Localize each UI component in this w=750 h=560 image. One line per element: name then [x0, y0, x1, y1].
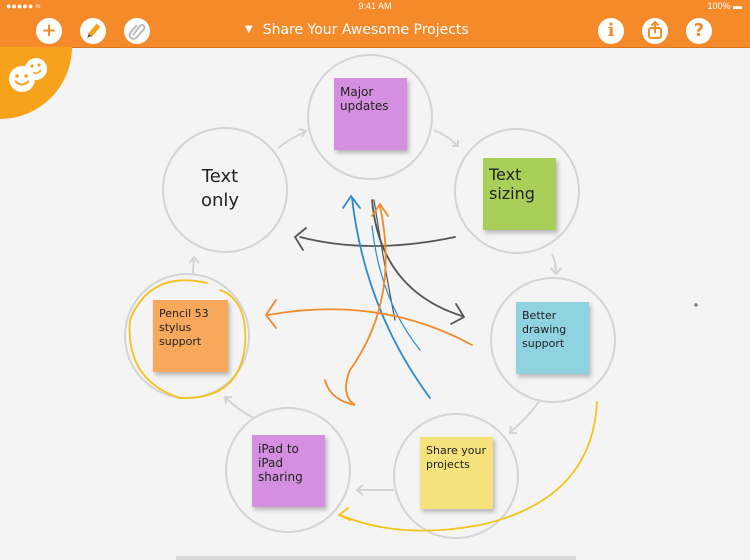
- node-circle-better-drawing: [490, 277, 616, 403]
- info-button[interactable]: i: [598, 18, 624, 44]
- node-circle-text-sizing: [454, 128, 580, 254]
- project-title-text: Share Your Awesome Projects: [262, 22, 469, 38]
- share-button[interactable]: [642, 18, 668, 44]
- node-circle-text-only: [162, 127, 288, 253]
- smiley-icon: [9, 58, 47, 92]
- status-time: 9:41 AM: [358, 1, 392, 11]
- note-text-sizing[interactable]: Text sizing: [483, 158, 556, 230]
- paperclip-icon: [128, 24, 146, 40]
- toolbar: + ▼ Share Your Awesome Projects i ?: [0, 14, 750, 48]
- info-icon: i: [607, 20, 615, 41]
- node-circle-major-updates: [307, 54, 433, 180]
- node-circle-ipad-sharing: [225, 407, 351, 533]
- share-icon: [648, 20, 662, 39]
- note-pencil-support[interactable]: Pencil 53 stylus support: [153, 300, 228, 372]
- note-ipad-sharing[interactable]: iPad to iPad sharing: [252, 435, 325, 507]
- note-major-updates-text: Major updates: [340, 85, 389, 113]
- note-better-drawing[interactable]: Better drawing support: [516, 302, 589, 374]
- drawing-canvas[interactable]: [0, 47, 750, 560]
- plus-icon: +: [41, 20, 57, 41]
- help-icon: ?: [693, 20, 705, 41]
- help-button[interactable]: ?: [686, 18, 712, 44]
- pencil-icon: [87, 23, 101, 38]
- note-share-projects-text: Share your projects: [426, 444, 486, 471]
- battery-indicator: 100% ▬: [707, 1, 742, 11]
- node-circle-share-projects: [393, 413, 519, 539]
- dropdown-triangle-icon: ▼: [245, 24, 253, 35]
- note-better-drawing-text: Better drawing support: [522, 309, 567, 350]
- cycle-arrows: [188, 128, 562, 496]
- bottom-handle: [176, 556, 576, 560]
- project-title[interactable]: ▼ Share Your Awesome Projects: [245, 22, 469, 38]
- freehand-strokes: [128, 194, 698, 532]
- note-ipad-sharing-text: iPad to iPad sharing: [258, 442, 303, 484]
- note-text-sizing-text: Text sizing: [489, 165, 535, 203]
- note-share-projects[interactable]: Share your projects: [420, 437, 493, 509]
- signal-indicator: ●●●●● ≈: [6, 1, 41, 11]
- status-bar: ●●●●● ≈ 9:41 AM 100% ▬: [0, 0, 750, 14]
- note-major-updates[interactable]: Major updates: [334, 78, 407, 150]
- add-button[interactable]: +: [36, 18, 62, 44]
- emoji-corner-button[interactable]: [0, 47, 72, 119]
- note-pencil-support-text: Pencil 53 stylus support: [159, 307, 209, 348]
- paperclip-button[interactable]: [124, 18, 150, 44]
- text-only-label[interactable]: Text only: [200, 166, 240, 211]
- battery-percent: 100%: [707, 1, 731, 11]
- pencil-button[interactable]: [80, 18, 106, 44]
